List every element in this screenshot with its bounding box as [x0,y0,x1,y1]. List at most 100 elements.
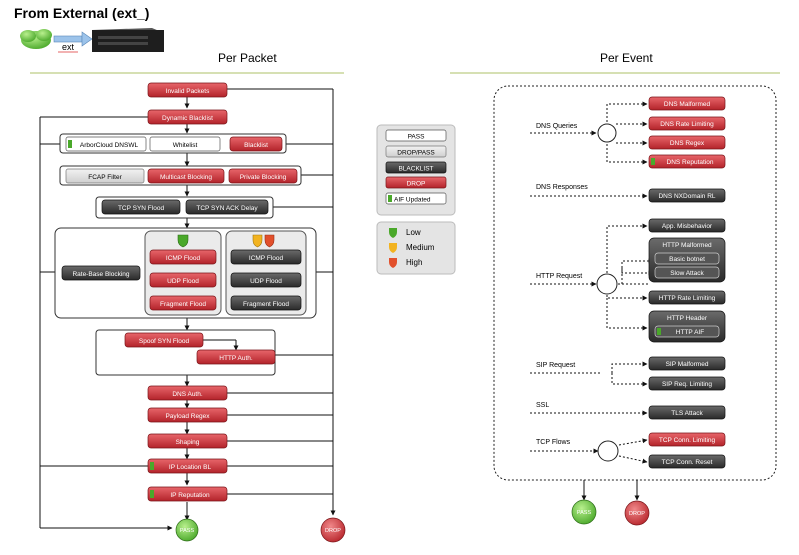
svg-text:Payload Regex: Payload Regex [165,413,210,420]
svg-text:Private Blocking: Private Blocking [240,174,287,181]
legend-low: Low [406,228,421,237]
svg-text:HTTP Malformed: HTTP Malformed [662,242,712,249]
ip-reputation-node: IP Reputation [147,486,228,502]
dns-regex-node: DNS Regex [648,135,726,150]
low-shield-icon [389,228,397,238]
severity-legend: Low Medium High [376,221,456,275]
event-branch-circles [596,123,619,462]
svg-text:SIP Malformed: SIP Malformed [666,361,709,368]
tcp-conn-limiting-node: TCP Conn. Limiting [648,432,726,447]
svg-text:Slow Attack: Slow Attack [670,270,704,277]
svg-text:FCAP Filter: FCAP Filter [88,174,122,181]
svg-text:HTTP Auth.: HTTP Auth. [219,355,253,362]
svg-text:AIF Updated: AIF Updated [394,197,431,204]
dns-queries-label: DNS Queries [536,123,578,130]
svg-text:PASS: PASS [577,510,592,516]
dns-auth-node: DNS Auth. [147,385,228,401]
http-request-label: HTTP Request [536,273,582,280]
tcp-conn-reset-node: TCP Conn. Reset [648,454,726,469]
basic-botnet-node: Basic botnet [654,252,720,265]
legend-aif-updated: AIF Updated [385,192,447,205]
udp-flood-low-node: UDP Flood [149,272,217,288]
legend-medium: Medium [406,243,435,252]
fcap-filter-node: FCAP Filter [65,168,145,184]
packet-pass-terminal: PASS [175,518,199,542]
svg-text:Shaping: Shaping [176,439,200,446]
section-per-event: Per Event [600,51,653,65]
page-title: From External (ext_) [14,5,149,21]
svg-text:TCP SYN ACK Delay: TCP SYN ACK Delay [196,205,258,212]
svg-text:DNS Reputation: DNS Reputation [667,159,714,166]
invalid-packets-node: Invalid Packets [147,82,228,98]
ext-label: ext [62,42,75,52]
svg-text:HTTP AIF: HTTP AIF [676,329,704,336]
blacklist-node: Blacklist [229,136,283,152]
legend: PASS DROP/PASS BLACKLIST DROP AIF Update… [376,124,456,216]
svg-text:Dynamic Blacklist: Dynamic Blacklist [162,115,213,122]
svg-text:UDP Flood: UDP Flood [250,278,282,285]
svg-text:TCP Conn. Reset: TCP Conn. Reset [662,459,713,466]
section-per-packet: Per Packet [218,51,277,65]
cloud-icon [20,29,52,49]
tcp-syn-ack-delay-node: TCP SYN ACK Delay [185,199,269,215]
svg-text:Whitelist: Whitelist [173,142,198,149]
ssl-label: SSL [536,402,549,409]
shield-low-icon [177,234,189,248]
http-malformed-group: HTTP Malformed Basic botnet Slow Attack [648,237,726,283]
svg-text:DNS Malformed: DNS Malformed [664,101,711,108]
svg-text:IP Reputation: IP Reputation [170,492,210,499]
event-exit-arrows [581,480,640,501]
sip-request-label: SIP Request [536,362,575,369]
shield-medium-icon [252,234,263,248]
http-auth-node: HTTP Auth. [196,349,276,365]
svg-text:ICMP Flood: ICMP Flood [249,255,284,262]
dns-rate-limiting-node: DNS Rate Limiting [648,116,726,131]
packet-groups [54,133,317,376]
svg-text:SIP Req. Limiting: SIP Req. Limiting [662,381,712,388]
legend-high: High [406,258,422,267]
medium-shield-icon [389,243,397,253]
svg-text:IP Location BL: IP Location BL [169,464,212,471]
dns-nxdomain-rl-node: DNS NXDomain RL [648,188,726,203]
tcp-syn-flood-node: TCP SYN Flood [101,199,181,215]
svg-text:PASS: PASS [408,134,426,141]
svg-text:TCP SYN Flood: TCP SYN Flood [118,205,165,212]
whitelist-node: Whitelist [149,136,221,152]
http-header-group: HTTP Header HTTP AIF [648,310,726,343]
svg-text:DROP: DROP [325,528,341,534]
svg-text:ICMP Flood: ICMP Flood [166,255,201,262]
dns-reputation-node: DNS Reputation [648,154,726,169]
http-rate-limiting-node: HTTP Rate Limiting [648,290,726,305]
spoof-syn-flood-node: Spoof SYN Flood [124,332,204,348]
svg-text:HTTP Rate Limiting: HTTP Rate Limiting [659,295,716,302]
legend-pass: PASS [385,129,447,142]
icmp-flood-high-node: ICMP Flood [230,249,302,265]
svg-text:Fragment Flood: Fragment Flood [243,301,289,308]
tcp-flows-label: TCP Flows [536,439,571,446]
svg-text:Blacklist: Blacklist [244,142,268,149]
arbor-cloud-node: ArborCloud DNSWL [65,136,147,152]
slow-attack-node: Slow Attack [654,266,720,279]
fragment-flood-low-node: Fragment Flood [149,295,217,311]
per-event-panel [493,85,777,481]
dns-malformed-node: DNS Malformed [648,96,726,111]
svg-text:PASS: PASS [180,528,195,534]
payload-regex-node: Payload Regex [147,407,228,423]
svg-text:ArborCloud DNSWL: ArborCloud DNSWL [80,142,139,149]
svg-text:UDP Flood: UDP Flood [167,278,199,285]
event-connectors [530,101,654,464]
dynamic-blacklist-node: Dynamic Blacklist [147,109,228,125]
legend-blacklist: BLACKLIST [385,161,447,174]
packet-connectors [39,88,336,531]
svg-text:DNS Auth.: DNS Auth. [172,391,203,398]
svg-text:HTTP Header: HTTP Header [667,315,708,322]
svg-text:DNS Rate Limiting: DNS Rate Limiting [660,121,714,128]
svg-text:DNS Regex: DNS Regex [670,140,705,147]
icmp-flood-low-node: ICMP Flood [149,249,217,265]
fragment-flood-high-node: Fragment Flood [230,295,302,311]
ip-location-bl-node: IP Location BL [147,458,228,474]
dns-responses-label: DNS Responses [536,184,588,191]
private-blocking-node: Private Blocking [228,168,298,184]
svg-text:Basic botnet: Basic botnet [669,256,705,263]
